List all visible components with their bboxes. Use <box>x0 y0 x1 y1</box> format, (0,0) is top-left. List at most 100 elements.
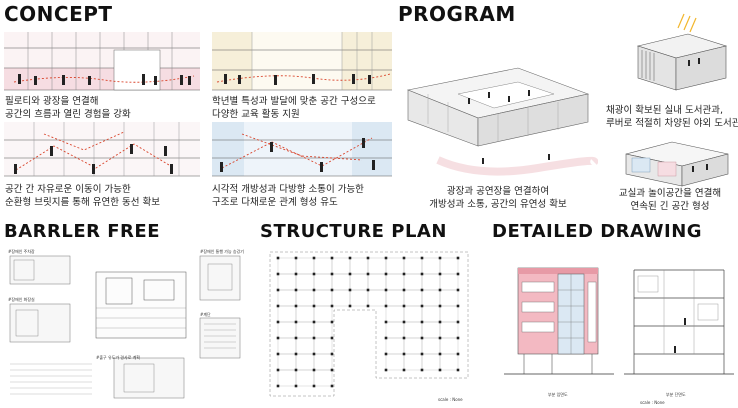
structure-column <box>420 256 424 260</box>
structure-column <box>366 304 370 308</box>
structure-column <box>312 384 316 388</box>
structure-column <box>294 336 298 340</box>
structure-column <box>420 352 424 356</box>
detailed-drawing-title: DETAILED DRAWING <box>492 221 703 242</box>
structure-column <box>384 256 388 260</box>
structure-plan-scale: scale : None <box>438 397 463 402</box>
structure-column <box>384 320 388 324</box>
structure-column <box>294 352 298 356</box>
structure-column <box>384 272 388 276</box>
structure-column <box>456 272 460 276</box>
program-library-axonometric <box>618 10 736 98</box>
structure-column <box>312 320 316 324</box>
structure-column <box>294 256 298 260</box>
structure-column <box>330 320 334 324</box>
structure-column <box>438 288 442 292</box>
structure-column <box>402 352 406 356</box>
detailed-section <box>624 256 734 384</box>
structure-plan-title: STRUCTURE PLAN <box>260 221 447 242</box>
structure-column <box>330 272 334 276</box>
concept-diagram-bridge <box>4 120 200 178</box>
structure-column <box>276 272 280 276</box>
program-title: PROGRAM <box>398 2 516 26</box>
structure-column <box>330 288 334 292</box>
structure-column <box>276 256 280 260</box>
structure-column <box>348 304 352 308</box>
concept-title: CONCEPT <box>4 2 113 26</box>
structure-plan-drawing <box>258 248 474 404</box>
structure-column <box>276 288 280 292</box>
structure-column <box>312 288 316 292</box>
concept-diagram-pilotis <box>4 30 200 92</box>
structure-column <box>330 336 334 340</box>
structure-column <box>438 352 442 356</box>
structure-column <box>294 304 298 308</box>
structure-column <box>348 256 352 260</box>
program-classroom-axonometric <box>622 136 732 188</box>
program-plaza-axonometric <box>398 50 598 182</box>
structure-column <box>276 336 280 340</box>
structure-column <box>384 304 388 308</box>
structure-column <box>366 272 370 276</box>
structure-column <box>438 368 442 372</box>
structure-column <box>438 272 442 276</box>
structure-column <box>402 288 406 292</box>
structure-column <box>438 256 442 260</box>
structure-column <box>330 384 334 388</box>
structure-column <box>312 352 316 356</box>
structure-column <box>312 272 316 276</box>
program-caption-library: 채광이 확보된 실내 도서관과,루버로 적절히 차양된 야외 도서관 <box>606 105 738 129</box>
structure-column <box>402 304 406 308</box>
structure-column <box>456 336 460 340</box>
structure-column <box>420 272 424 276</box>
structure-column <box>438 304 442 308</box>
detailed-label-elevation: 부분 입면도 <box>548 392 568 397</box>
structure-column <box>456 352 460 356</box>
bf-label-toilet: #장애인 화장실 <box>8 297 35 302</box>
structure-column <box>438 320 442 324</box>
concept-diagram-openness <box>212 120 392 178</box>
detailed-elevation <box>504 256 614 384</box>
bf-label-stairs: #계단 <box>200 312 211 317</box>
bf-label-ramp: #출구 유도가 경사로 계획 <box>96 355 140 360</box>
structure-column <box>402 368 406 372</box>
structure-column <box>438 336 442 340</box>
structure-column <box>330 352 334 356</box>
structure-column <box>330 304 334 308</box>
structure-column <box>384 352 388 356</box>
structure-column <box>276 368 280 372</box>
structure-column <box>330 368 334 372</box>
structure-column <box>312 304 316 308</box>
structure-column <box>384 368 388 372</box>
structure-column <box>294 368 298 372</box>
structure-column <box>420 336 424 340</box>
structure-column <box>402 256 406 260</box>
structure-column <box>276 352 280 356</box>
structure-column <box>330 256 334 260</box>
structure-column <box>312 368 316 372</box>
structure-column <box>312 256 316 260</box>
structure-column <box>402 272 406 276</box>
barrier-free-title: BARRLER FREE <box>4 221 161 242</box>
structure-column <box>294 288 298 292</box>
structure-column <box>276 320 280 324</box>
barrier-free-sheet <box>4 246 246 406</box>
structure-column <box>402 320 406 324</box>
structure-column <box>294 272 298 276</box>
detailed-label-section: 부분 단면도 <box>666 392 686 397</box>
structure-column <box>384 336 388 340</box>
structure-column <box>276 384 280 388</box>
structure-column <box>420 304 424 308</box>
structure-column <box>276 304 280 308</box>
structure-column <box>420 288 424 292</box>
structure-column <box>456 320 460 324</box>
bf-label-elevator: #장애인 통행 가능 승강기 <box>200 249 244 254</box>
structure-column <box>402 336 406 340</box>
bf-label-parking: #장애인 주차장 <box>8 249 35 254</box>
detailed-scale: scale : None <box>640 400 665 405</box>
structure-column <box>456 304 460 308</box>
